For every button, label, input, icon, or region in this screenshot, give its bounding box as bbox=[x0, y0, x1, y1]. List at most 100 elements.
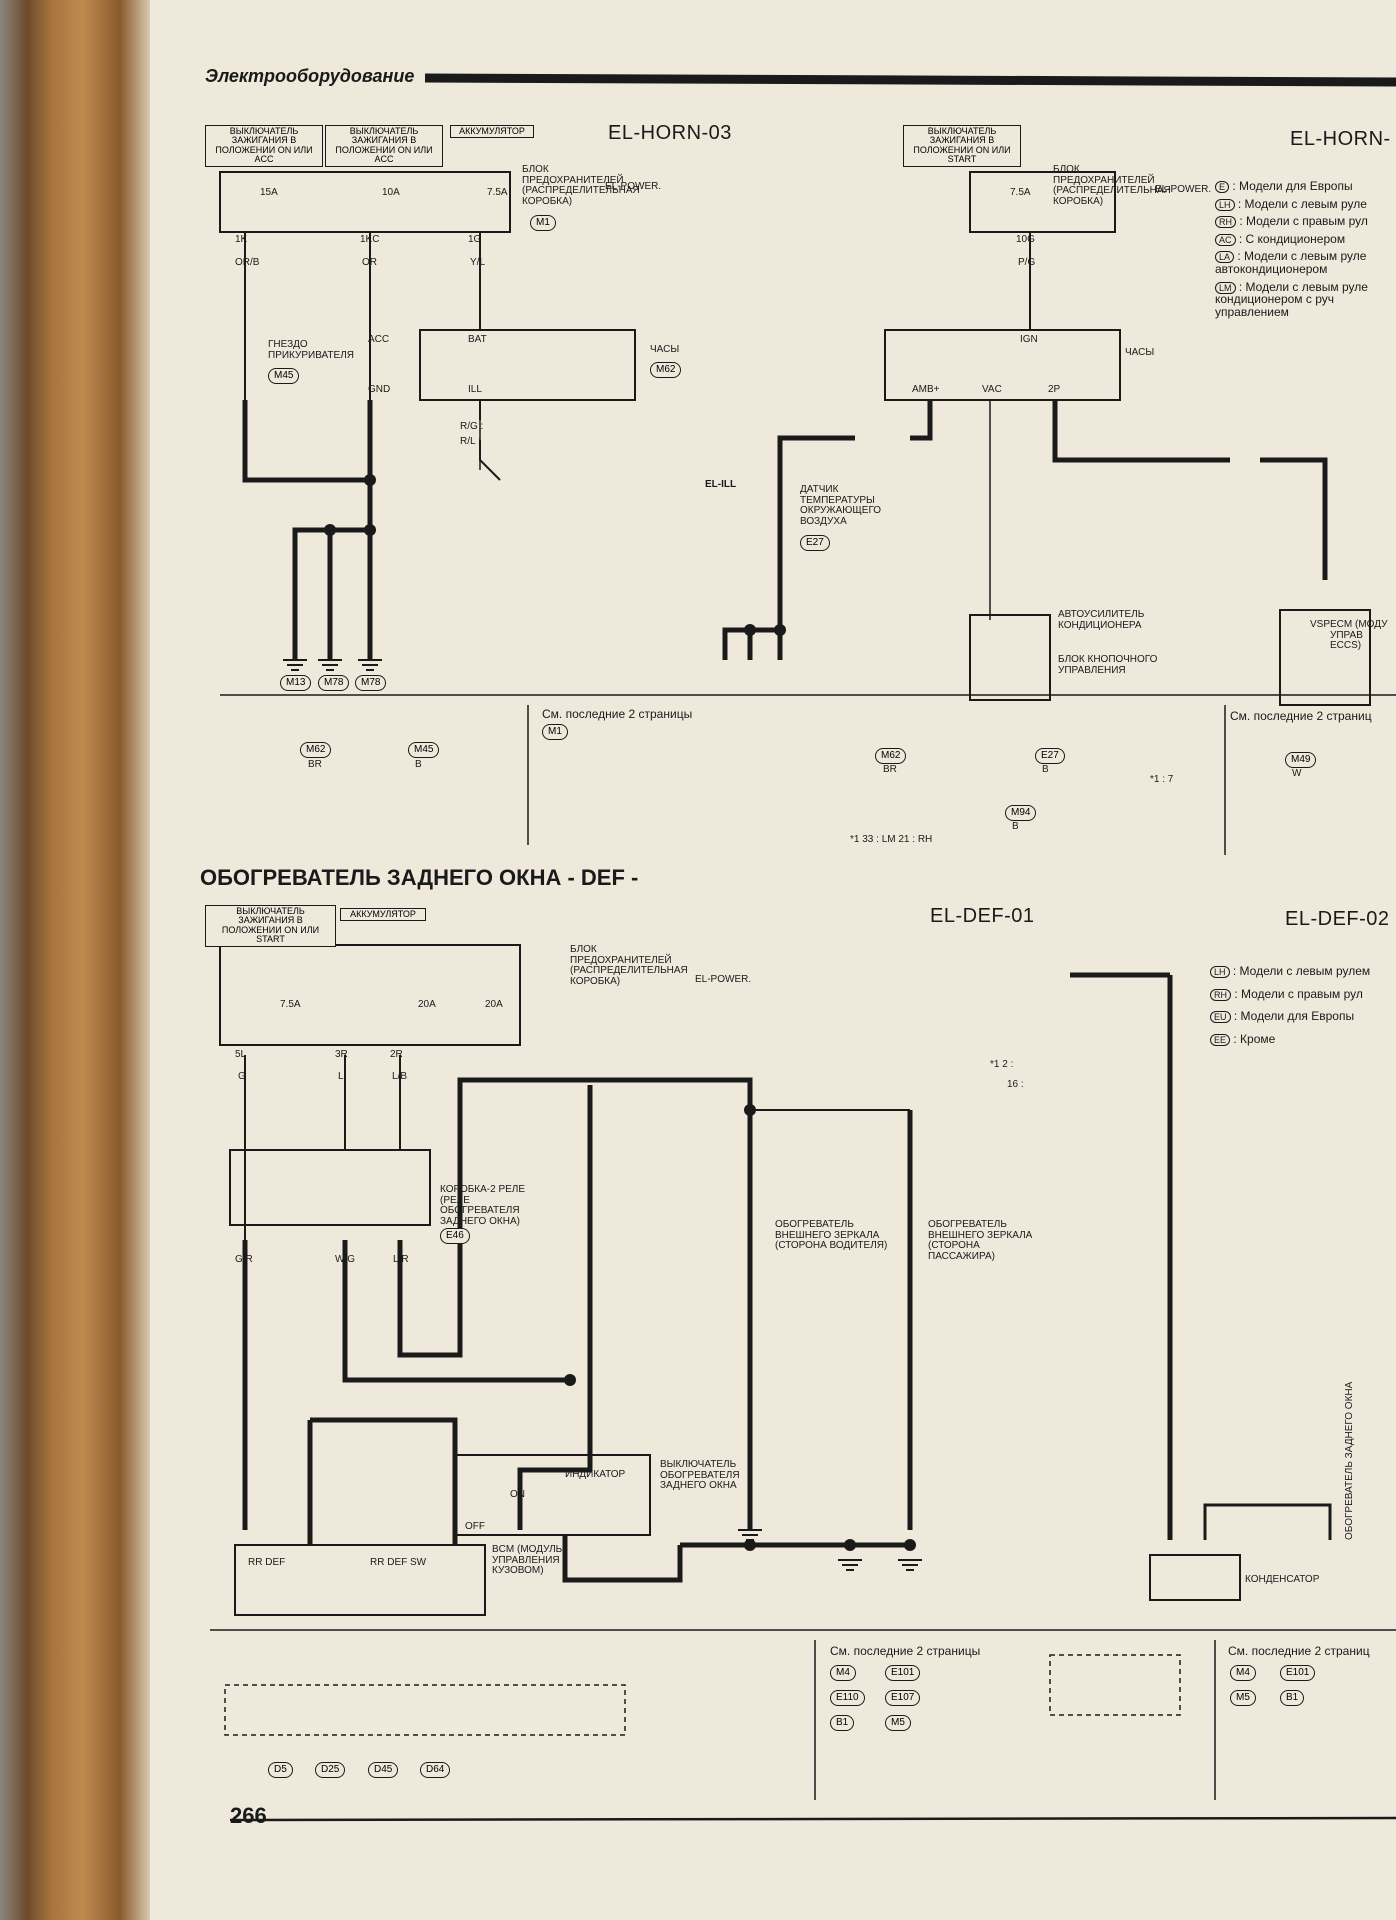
indicator-label: ИНДИКАТОР bbox=[565, 1469, 626, 1480]
ac-amplifier: АВТОУСИЛИТЕЛЬ КОНДИЦИОНЕРА bbox=[1058, 609, 1145, 631]
ill-wire-rl: R/L : bbox=[460, 436, 481, 447]
conn-e27: E27 bbox=[1035, 748, 1065, 764]
def-bottom-ref-2: См. последние 2 страниц bbox=[1228, 1644, 1370, 1658]
lighter-connector: M45 bbox=[268, 368, 300, 384]
legend-code: LM bbox=[1215, 281, 1236, 294]
conn-d64: D64 bbox=[420, 1762, 451, 1778]
bottom-ref-right: См. последние 2 страниц bbox=[1230, 709, 1372, 723]
clock-label: ЧАСЫ bbox=[650, 344, 680, 355]
legend-code: RH bbox=[1215, 216, 1236, 229]
conn-list-b1: B1 bbox=[830, 1715, 855, 1731]
mirror-driver: ОБОГРЕВАТЕЛЬ ВНЕШНЕГО ЗЕРКАЛА (СТОРОНА В… bbox=[775, 1219, 888, 1251]
manual-page: Электрооборудование ВЫКЛЮЧАТЕЛЬ ЗАЖИГАНИ… bbox=[150, 0, 1396, 1920]
fuse-3-wire: Y/L bbox=[470, 257, 486, 268]
conn-m62: M62 bbox=[300, 742, 332, 758]
conn-list-e101: E101 bbox=[885, 1665, 921, 1681]
legend-code: AC bbox=[1215, 233, 1236, 246]
def-fuse-2-term: 3R bbox=[335, 1049, 348, 1060]
wiring-diagram bbox=[210, 73, 1396, 1822]
conn-list2-m4: M4 bbox=[1230, 1665, 1256, 1681]
conn-d5: D5 bbox=[268, 1762, 293, 1778]
clock-connector: M62 bbox=[650, 362, 682, 378]
conn-m45: M45 bbox=[408, 742, 440, 758]
legend-item: RH : Модели с правым рул bbox=[1215, 215, 1395, 229]
diagram-code-horn03: EL-HORN-03 bbox=[608, 122, 732, 144]
conn-m45-color: B bbox=[415, 759, 422, 770]
relay-connector: E46 bbox=[440, 1228, 470, 1244]
fuse-right-amp: 7.5A bbox=[1010, 187, 1031, 198]
ignition-switch-label-2: ВЫКЛЮЧАТЕЛЬ ЗАЖИГАНИЯ В ПОЛОЖЕНИИ ON ИЛИ… bbox=[325, 125, 443, 167]
rear-defogger-label: ОБОГРЕВАТЕЛЬ ЗАДНЕГО ОКНА bbox=[1344, 1381, 1355, 1540]
diagram-code-horn-right: EL-HORN- bbox=[1290, 128, 1391, 150]
conn-list-m5: M5 bbox=[885, 1715, 911, 1731]
conn-m94-color: B bbox=[1012, 821, 1019, 832]
conn-list2-m5: M5 bbox=[1230, 1690, 1256, 1706]
conn-list-e107: E107 bbox=[885, 1690, 921, 1706]
legend-code: LH bbox=[1210, 966, 1230, 978]
relay-wire-gr: G/R bbox=[235, 1254, 253, 1265]
def-fuse-3-term: 2R bbox=[390, 1049, 403, 1060]
clock-pin-gnd: GND bbox=[368, 384, 391, 395]
def-fuse-3-amp: 20A bbox=[485, 999, 503, 1010]
def-fuse-block: БЛОК ПРЕДОХРАНИТЕЛЕЙ (РАСПРЕДЕЛИТЕЛЬНАЯ … bbox=[570, 944, 688, 987]
clock-pin-ill: ILL bbox=[468, 384, 482, 395]
star-note-2: 16 : bbox=[1007, 1079, 1024, 1090]
conn-e27-color: B bbox=[1042, 764, 1049, 775]
ecm-pin: VSP bbox=[1310, 619, 1331, 630]
diagram-code-def02: EL-DEF-02 bbox=[1285, 908, 1390, 930]
conn-list2-e101: E101 bbox=[1280, 1665, 1316, 1681]
fuse-2-amp: 10A bbox=[382, 187, 400, 198]
legend-code: LH bbox=[1215, 198, 1235, 211]
legend-def: LH : Модели с левым рулем RH : Модели с … bbox=[1210, 965, 1396, 1046]
bcm-label: BCM (МОДУЛЬ УПРАВЛЕНИЯ КУЗОВОМ) bbox=[492, 1544, 563, 1576]
def-fuse-1-amp: 7.5A bbox=[280, 999, 301, 1010]
legend-code: EE bbox=[1210, 1033, 1231, 1046]
ambient-sensor: ДАТЧИК ТЕМПЕРАТУРЫ ОКРУЖАЮЩЕГО ВОЗДУХА bbox=[800, 484, 882, 527]
def-fuse-1-term: 5L bbox=[235, 1049, 247, 1060]
legend-item: LH : Модели с левым руле bbox=[1215, 197, 1395, 211]
conn-list2-b1: B1 bbox=[1280, 1690, 1305, 1706]
power-ref: EL-POWER. bbox=[605, 181, 662, 192]
conn-m49-color: W bbox=[1292, 768, 1302, 779]
ground-m78-2: M78 bbox=[355, 675, 387, 691]
power-ref-right: EL-POWER. bbox=[1155, 184, 1212, 195]
clock-pin-acc: ACC bbox=[368, 334, 390, 345]
fuse-3-amp: 7.5A bbox=[487, 187, 508, 198]
mirror-passenger: ОБОГРЕВАТЕЛЬ ВНЕШНЕГО ЗЕРКАЛА (СТОРОНА П… bbox=[928, 1219, 1033, 1262]
legend-item: EU : Модели для Европы bbox=[1210, 1010, 1396, 1024]
def-power-ref: EL-POWER. bbox=[695, 974, 752, 985]
legend-item: LA : Модели с левым руле автокондиционер… bbox=[1215, 249, 1367, 276]
star-note: *1 2 : bbox=[990, 1059, 1014, 1070]
clock-pin-bat: BAT bbox=[468, 334, 487, 345]
ecm-label: ECM (МОДУ УПРАВ ECCS) bbox=[1330, 619, 1388, 651]
battery-label: АККУМУЛЯТОР bbox=[450, 125, 534, 139]
relay-label: КОРОБКА-2 РЕЛЕ (РЕЛЕ ОБОГРЕВАТЕЛЯ ЗАДНЕГ… bbox=[440, 1184, 526, 1227]
clock-right: ЧАСЫ bbox=[1125, 347, 1155, 358]
legend-item: EE : Кроме bbox=[1210, 1032, 1396, 1046]
def-fuse-1-wire: G bbox=[238, 1071, 246, 1082]
def-title: ОБОГРЕВАТЕЛЬ ЗАДНЕГО ОКНА - DEF - bbox=[200, 865, 639, 890]
def-fuse-2-amp: 20A bbox=[418, 999, 436, 1010]
legend-item: AC : С кондиционером bbox=[1215, 232, 1395, 246]
clock-right-vac: VAC bbox=[982, 384, 1002, 395]
conn-list-e110: E110 bbox=[830, 1690, 865, 1706]
section-title: Электрооборудование bbox=[205, 66, 415, 86]
bcm-pin-rr-def: RR DEF bbox=[248, 1557, 286, 1568]
fuse-2-wire: OR bbox=[362, 257, 377, 268]
conn-m62-right: M62 bbox=[875, 748, 907, 764]
def-switch-label: ВЫКЛЮЧАТЕЛЬ ОБОГРЕВАТЕЛЯ ЗАДНЕГО ОКНА bbox=[660, 1459, 740, 1491]
conn-d45: D45 bbox=[368, 1762, 399, 1778]
legend-horn: E : Модели для Европы LH : Модели с левы… bbox=[1215, 180, 1395, 318]
page-number: 266 bbox=[230, 1803, 267, 1828]
pin-note: *1 : 7 bbox=[1150, 774, 1174, 785]
legend-code: LA bbox=[1215, 251, 1235, 264]
fuse-right-wire: P/G bbox=[1018, 257, 1036, 268]
fuse-1-wire: OR/B bbox=[235, 257, 260, 268]
clock-right-2p: 2P bbox=[1048, 384, 1061, 395]
fuse-block-right: БЛОК ПРЕДОХРАНИТЕЛЕЙ (РАСПРЕДЕЛИТЕЛЬНАЯ … bbox=[1053, 164, 1171, 207]
fuse-1-term: 1K bbox=[235, 234, 248, 245]
legend-item: RH : Модели с правым рул bbox=[1210, 987, 1396, 1001]
ill-ref: EL-ILL bbox=[705, 479, 737, 490]
conn-d25: D25 bbox=[315, 1762, 346, 1778]
def-bottom-ref: См. последние 2 страницы bbox=[830, 1644, 981, 1658]
